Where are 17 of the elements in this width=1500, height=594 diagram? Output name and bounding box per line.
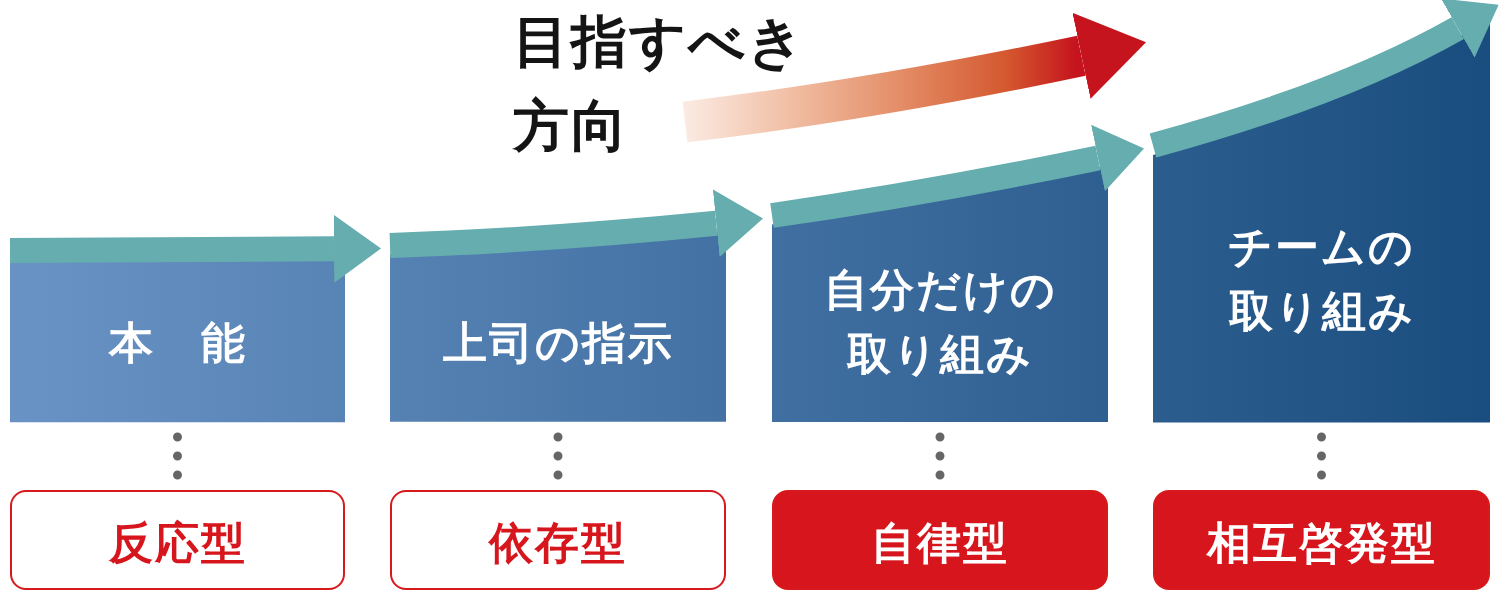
- type-label: 相互啓発型: [1206, 516, 1437, 570]
- growth-arrow: [9, 214, 381, 283]
- direction-arrow: [682, 12, 1147, 143]
- growth-arrow: [770, 124, 1145, 228]
- type-box: [772, 490, 1108, 590]
- panel-label: 自分だけの取り組み: [822, 263, 1058, 381]
- type-label: 反応型: [108, 516, 247, 570]
- type-box: [390, 490, 726, 590]
- growth-arrow: [389, 189, 763, 258]
- edge-label: 目指すべき方向: [513, 8, 807, 160]
- panel-label: 上司の指示: [441, 316, 675, 370]
- panel-label: 本 能: [107, 316, 248, 370]
- type-box: [1153, 490, 1490, 590]
- type-label: 依存型: [489, 516, 627, 570]
- type-box: [10, 490, 345, 590]
- type-label: 自律型: [871, 516, 1009, 570]
- panel-label: チームの取り組み: [1227, 220, 1416, 338]
